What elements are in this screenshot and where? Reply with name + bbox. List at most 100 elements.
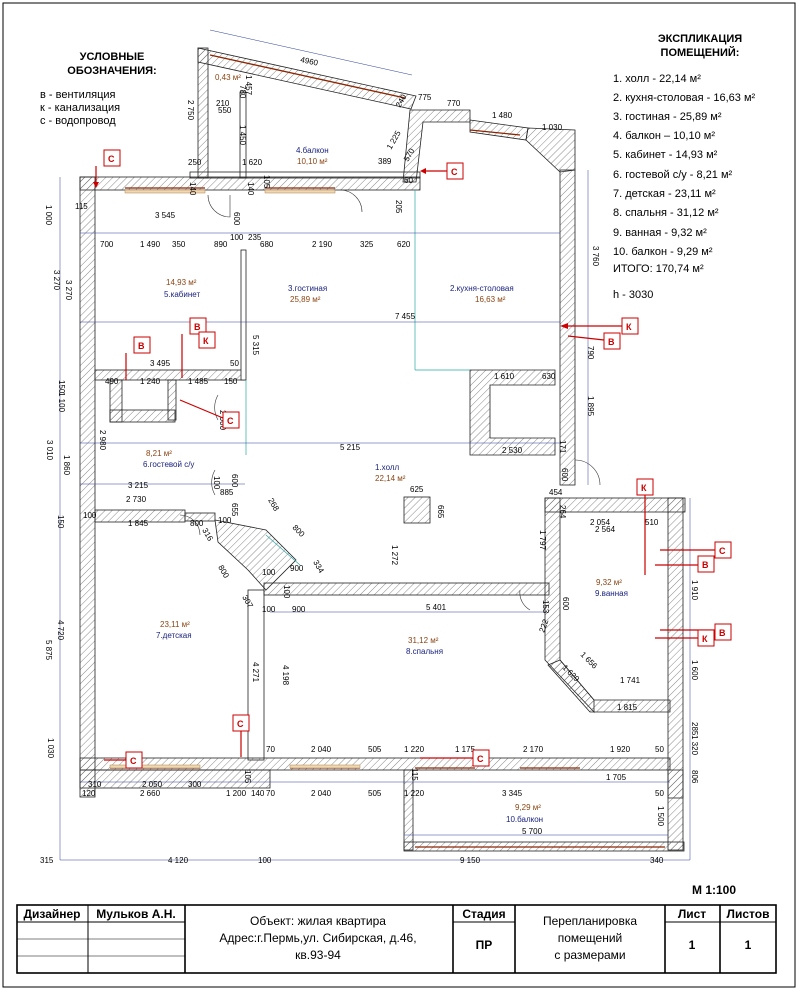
explication-title-line-1: ЭКСПЛИКАЦИЯ — [658, 33, 742, 45]
dim-300: 300 — [188, 780, 202, 789]
dim-505: 505 — [368, 745, 382, 754]
dim-334: 334 — [311, 559, 326, 576]
dim-2190: 2 190 — [312, 240, 333, 249]
utility-markers: С С К В В К — [93, 149, 732, 769]
dim-600: 600 — [232, 212, 241, 226]
dimension-lines — [59, 29, 691, 861]
explication-item: 6. гостевой с/у - 8,21 м² — [613, 169, 733, 181]
explication-title-line-2: ПОМЕЩЕНИЙ: — [661, 46, 740, 59]
vent-marker: В — [567, 332, 621, 350]
dim-120: 120 — [82, 789, 96, 798]
dim-264: 264 — [558, 505, 567, 519]
sewage-marker: К — [636, 478, 654, 575]
dim-389: 389 — [378, 157, 392, 166]
dim-600b: 600 — [560, 468, 569, 482]
dim-900b: 900 — [292, 605, 306, 614]
dim-150b: 150 — [57, 380, 66, 394]
explication-item: 7. детская - 23,11 м² — [613, 188, 716, 200]
object-line-2: Адрес:г.Пермь,ул. Сибирская, д.46, — [219, 931, 416, 945]
dim-307: 307 — [240, 594, 255, 611]
dim-325: 325 — [360, 240, 374, 249]
description-line-2: помещений — [558, 931, 623, 945]
dim-1272: 1 272 — [390, 545, 399, 566]
dim-105b: 105 — [243, 770, 252, 784]
dim-625: 625 — [410, 485, 424, 494]
shaft — [403, 496, 431, 524]
dim-490: 490 — [105, 377, 119, 386]
dim-4271: 4 271 — [251, 662, 260, 683]
description-line-1: Перепланировка — [543, 914, 637, 928]
sewage-marker: К — [198, 331, 216, 349]
water-marker: С — [104, 751, 143, 769]
legend-title-line-1: УСЛОВНЫЕ — [80, 51, 145, 63]
sheet-value: 1 — [689, 938, 696, 952]
sewage-marker: К — [655, 629, 715, 647]
dim-1480: 1 480 — [492, 111, 513, 120]
svg-text:К: К — [626, 322, 632, 332]
dim-310: 310 — [88, 780, 102, 789]
dim-775: 775 — [418, 93, 432, 102]
svg-text:К: К — [203, 336, 209, 346]
dim-70b: 70 — [266, 789, 275, 798]
dim-1815: 1 815 — [617, 703, 638, 712]
explication-item: 3. гостиная - 25,89 м² — [613, 111, 722, 123]
dim-60: 60 — [404, 176, 413, 185]
dim-1200: 1 200 — [226, 789, 247, 798]
dim-454: 454 — [549, 488, 563, 497]
legend-title-line-2: ОБОЗНАЧЕНИЯ: — [67, 65, 156, 77]
sheets-label: Листов — [727, 907, 770, 921]
svg-text:С: С — [108, 154, 115, 164]
dim-1030b: 1 030 — [46, 738, 55, 759]
dim-100b: 100 — [212, 476, 221, 490]
dim-150c: 150 — [56, 515, 65, 529]
dim-140b: 140 — [246, 182, 255, 196]
drawing-scale: М 1:100 — [692, 883, 736, 897]
legend-item-vent: в - вентиляция — [40, 89, 116, 101]
dim-1220: 1 220 — [404, 745, 425, 754]
dim-1845: 1 845 — [128, 519, 149, 528]
dim-1485: 1 485 — [188, 377, 209, 386]
dim-1000: 1 000 — [44, 205, 53, 226]
designer-name: Мульков А.Н. — [96, 907, 175, 921]
bedroom-area: 31,12 м² — [408, 636, 439, 645]
dim-315: 315 — [40, 856, 54, 865]
dim-2040b: 2 040 — [311, 789, 332, 798]
dim-1920: 1 920 — [610, 745, 631, 754]
dim-340: 340 — [650, 856, 664, 865]
dim-250: 250 — [188, 158, 202, 167]
dim-115b: 115 — [410, 768, 419, 781]
dim-800c: 800 — [216, 564, 231, 581]
water-marker: С — [420, 162, 464, 180]
dim-1620: 1 620 — [242, 158, 263, 167]
dim-4120: 4 120 — [168, 856, 189, 865]
guest-wc-area: 8,21 м² — [146, 449, 172, 458]
dim-620: 620 — [397, 240, 411, 249]
dim-1797: 1 797 — [538, 530, 547, 551]
dim-100g: 100 — [262, 605, 276, 614]
dim-3270: 3 270 — [52, 270, 61, 291]
dim-1457: 1 457 — [244, 75, 253, 96]
vent-marker: В — [181, 317, 207, 378]
explication-item: 1. холл - 22,14 м² — [613, 73, 701, 85]
dim-100f: 100 — [282, 585, 291, 599]
dim-1910: 1 910 — [690, 580, 699, 601]
dim-3345: 3 345 — [502, 789, 523, 798]
balcony-4-area: 10,10 м² — [297, 157, 328, 166]
dim-3495: 3 495 — [150, 359, 171, 368]
kitchen-name: 2.кухня-столовая — [450, 284, 514, 293]
dim-150: 150 — [224, 377, 238, 386]
dim-285: 285 — [690, 722, 699, 736]
dim-350: 350 — [172, 240, 186, 249]
dim-153: 153 — [541, 600, 550, 614]
dim-100: 100 — [230, 233, 244, 242]
dim-1220b: 1 220 — [404, 789, 425, 798]
dim-4720: 4 720 — [56, 620, 65, 641]
explication-item: 2. кухня-столовая - 16,63 м² — [613, 92, 756, 104]
explication-item: 4. балкон – 10,10 м² — [613, 130, 715, 142]
dim-1860: 1 860 — [62, 455, 71, 476]
dim-510: 510 — [645, 518, 659, 527]
water-marker: С — [179, 399, 240, 429]
dim-780: 780 — [238, 85, 247, 99]
dim-235: 235 — [248, 233, 262, 242]
